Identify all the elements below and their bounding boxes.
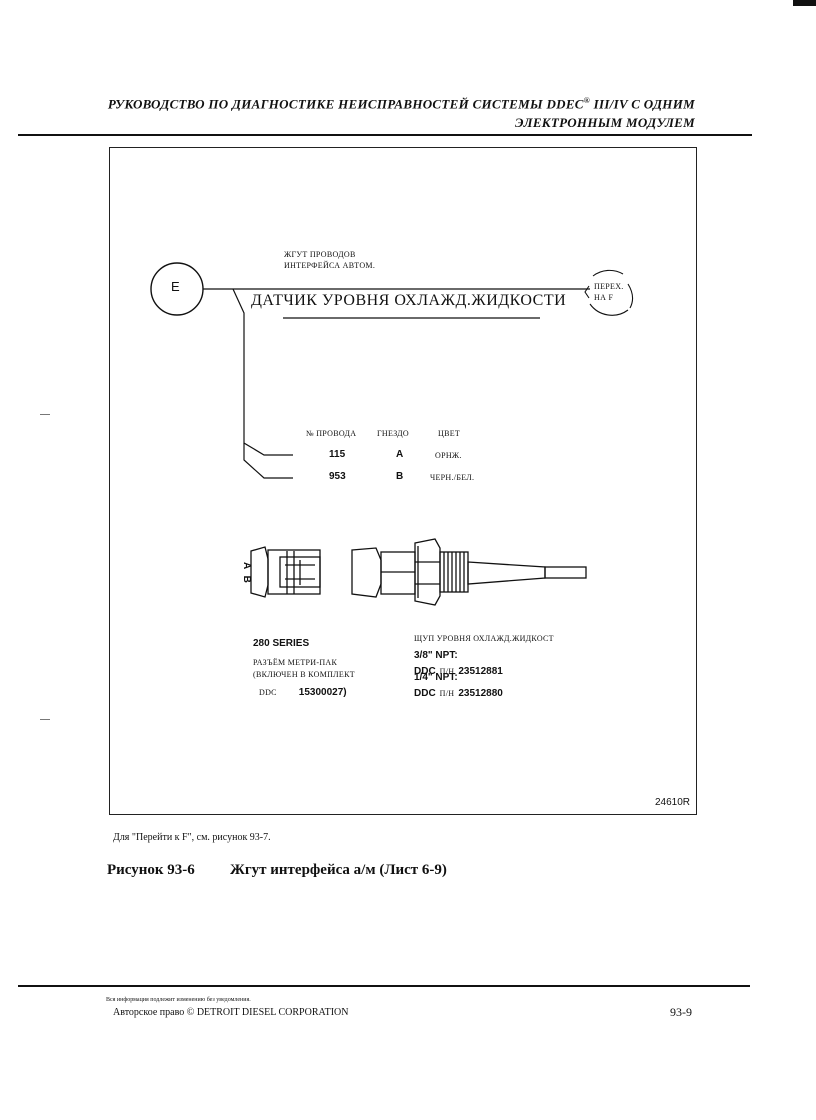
margin-tick <box>40 414 50 415</box>
footer-disclaimer: Вся информация подлежит изменению без ув… <box>106 997 251 1003</box>
probe-1-number: 23512881 <box>458 666 503 677</box>
table-row-1-wire: 115 <box>329 449 346 460</box>
page-number: 93-9 <box>670 1005 692 1019</box>
probe-2-prefix: DDC <box>414 688 436 699</box>
coolant-probe-drawing <box>351 538 587 606</box>
probe-2-pn: П/Н <box>439 689 455 698</box>
connector-e-letter: E <box>171 279 180 294</box>
connector-desc-line-3: DDC 15300027) <box>259 682 347 700</box>
harness-label-line-1: ЖГУТ ПРОВОДОВ <box>284 250 356 259</box>
series-label: 280 SERIES <box>253 638 310 649</box>
table-header-color: ЦВЕТ <box>438 429 461 438</box>
goto-f-line-1: ПЕРЕХ. <box>594 282 624 291</box>
goto-arc-bottom <box>589 303 629 316</box>
figure-title: Жгут интерфейса а/м (Лист 6-9) <box>230 862 447 878</box>
figure-frame <box>109 147 697 815</box>
footer-rule <box>18 985 750 987</box>
goto-arc-right <box>627 283 634 309</box>
header-rule <box>18 134 752 136</box>
figure-code: 24610R <box>655 797 691 808</box>
footer-copyright: Авторское право © DETROIT DIESEL CORPORA… <box>113 1007 349 1018</box>
probe-2-number: 23512880 <box>458 688 503 699</box>
page-corner-mark <box>793 0 816 6</box>
margin-tick <box>40 719 50 720</box>
goto-note: Для "Перейти к F", см. рисунок 93-7. <box>113 832 271 843</box>
branch-wire-953 <box>243 443 293 479</box>
metri-pack-connector-drawing <box>250 546 321 598</box>
connector-desc-line-1: РАЗЪЁМ МЕТРИ-ПАК <box>253 658 338 667</box>
probe-1-part: DDC П/Н 23512881 <box>414 661 503 679</box>
table-row-2-wire: 953 <box>329 471 346 482</box>
header-line-1: РУКОВОДСТВО ПО ДИАГНОСТИКЕ НЕИСПРАВНОСТЕ… <box>107 96 695 112</box>
harness-label-line-2: ИНТЕРФЕЙСА АВТОМ. <box>284 261 376 270</box>
probe-title: ЩУП УРОВНЯ ОХЛАЖД.ЖИДКОСТ <box>414 634 554 643</box>
probe-1-size: 3/8" NPT: <box>414 650 458 661</box>
probe-2-size: 1/4" NPT: <box>414 672 458 683</box>
figure-number: Рисунок 93-6 <box>107 862 195 878</box>
connector-pin-labels: A B <box>241 562 252 585</box>
probe-2-part: DDC П/Н 23512880 <box>414 683 503 701</box>
table-row-1-color: ОРНЖ. <box>435 451 462 460</box>
branch-wire-115 <box>232 288 293 456</box>
connector-desc-number: 15300027) <box>298 687 347 698</box>
probe-1-pn: П/Н <box>439 667 455 676</box>
header-line-2: ЭЛЕКТРОННЫМ МОДУЛЕМ <box>515 115 695 130</box>
table-header-wire: № ПРОВОДА <box>306 429 357 438</box>
probe-1-prefix: DDC <box>414 666 436 677</box>
connector-desc-line-2: (ВКЛЮЧЕН В КОМПЛЕКТ <box>253 670 355 679</box>
goto-f-line-2: НА F <box>594 293 614 302</box>
goto-arc-top <box>592 269 624 277</box>
table-row-2-color: ЧЕРН./БЕЛ. <box>430 473 475 482</box>
table-row-2-socket: B <box>396 471 404 482</box>
connector-desc-prefix: DDC <box>259 688 277 697</box>
table-row-1-socket: A <box>396 449 404 460</box>
goto-arc-left <box>584 285 590 299</box>
sensor-title: ДАТЧИК УРОВНЯ ОХЛАЖД.ЖИДКОСТИ <box>251 292 567 309</box>
table-header-socket: ГНЕЗДО <box>377 429 409 438</box>
